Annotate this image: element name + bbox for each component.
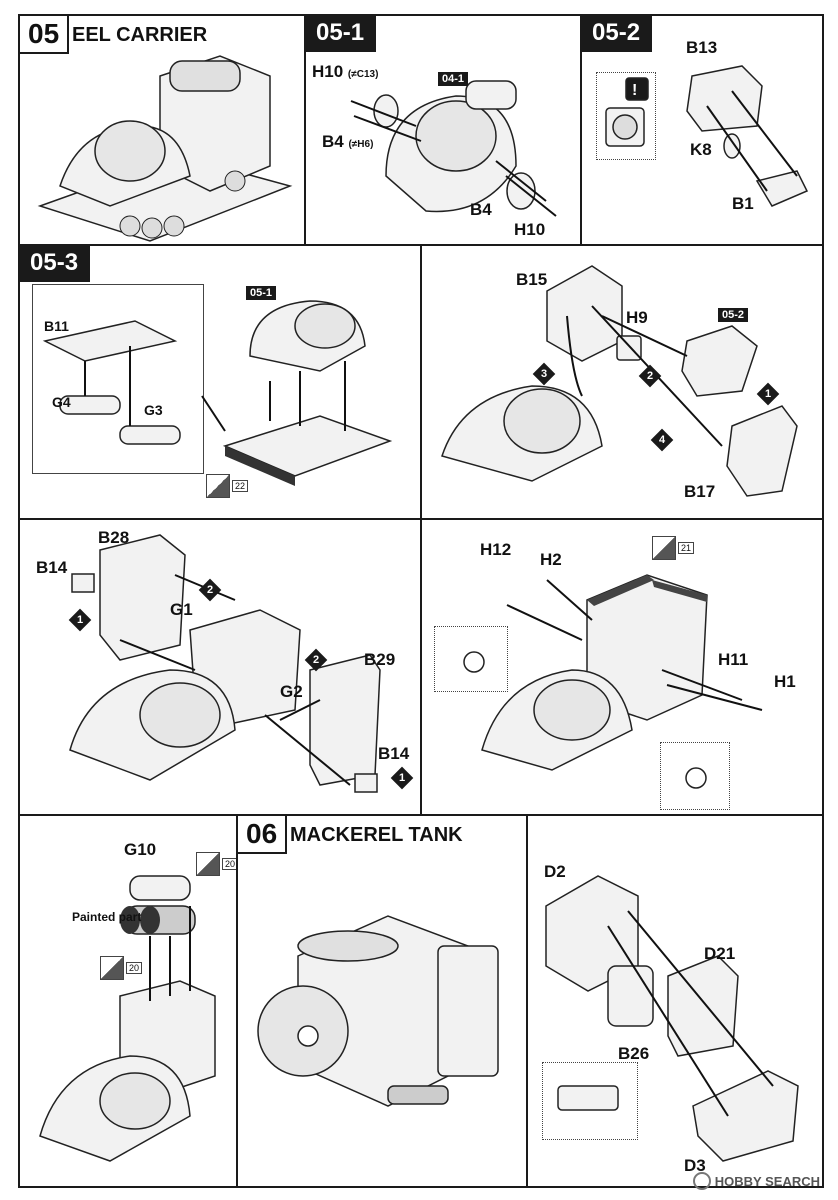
ref-badge-04-1: 04-1 (438, 72, 469, 86)
label-g2: G2 (280, 682, 303, 701)
paint-marker: 22 (206, 474, 249, 498)
label-g1: G1 (170, 600, 193, 619)
logo-icon (692, 1172, 711, 1190)
step-05-1-illustration (350, 80, 557, 217)
label-b15: B15 (516, 270, 548, 289)
panel-step-06-1: D2 D21 B26 D3 (526, 814, 824, 1188)
step-title: MACKEREL TANK (290, 824, 463, 846)
label-b11: B11 (44, 318, 69, 334)
label-b13: B13 (686, 38, 718, 57)
label-b4-right: B4 (470, 200, 492, 219)
label-h1: H1 (774, 672, 796, 691)
sprue-detail-box (32, 284, 204, 474)
ref-badge-05-1: 05-1 (246, 286, 277, 300)
step-05-7-illustration (39, 875, 216, 1162)
label-d21: D21 (704, 944, 736, 963)
label-g3: G3 (144, 402, 163, 418)
panel-step-05-2: 05-2 ! B13 K8 B1 (580, 14, 824, 246)
label-h9: H9 (626, 308, 648, 327)
label-k8: K8 (690, 140, 712, 159)
detail-callout-right (660, 742, 730, 810)
step-tab: 05-2 (582, 16, 653, 52)
sequence-marker: 3 (532, 362, 556, 386)
sequence-marker: 1 (390, 766, 414, 790)
step-tab: 05-3 (20, 246, 91, 282)
ref-badge-05-2: 05-2 (718, 308, 749, 322)
panel-step-05-7: G10 Painted part 20 20 (18, 814, 238, 1188)
label-b17: B17 (684, 482, 716, 501)
sequence-marker: 4 (650, 428, 674, 452)
label-b14-left: B14 (36, 558, 68, 577)
sequence-marker: 1 (68, 608, 92, 632)
sequence-marker: 2 (198, 578, 222, 602)
panel-step-05-5: B28 B14 G1 B29 G2 B14 2 1 2 1 (18, 518, 422, 816)
step-05-5-illustration (69, 534, 381, 793)
step-number: 06 (238, 816, 288, 854)
paint-marker-top: 20 (196, 852, 236, 876)
panel-step-05: 05 EEL CARRIER (18, 14, 306, 246)
label-h11: H11 (718, 650, 749, 669)
svg-text:!: ! (632, 82, 637, 99)
step-05-4-illustration (441, 265, 798, 497)
sequence-marker: 1 (756, 382, 780, 406)
step-number: 05 (20, 16, 70, 54)
label-b29: B29 (364, 650, 396, 669)
label-b28: B28 (98, 528, 130, 547)
step-tab: 05-1 (306, 16, 377, 52)
label-b14-right: B14 (378, 744, 410, 763)
panel-step-05-1: 05-1 H10 (≠C13) B4 (≠H6) 04-1 B4 H10 (304, 14, 582, 246)
label-h10-top: H10 (≠C13) (312, 62, 379, 81)
eel-carrier-illustration (37, 55, 293, 242)
detail-callout (596, 72, 656, 160)
sequence-marker: 2 (304, 648, 328, 672)
paint-marker-left: 20 (100, 956, 143, 980)
label-g10: G10 (124, 840, 157, 859)
panel-step-05-3: 05-3 B11 G4 G3 05-1 22 (18, 244, 422, 520)
label-d2: D2 (544, 862, 566, 881)
sequence-marker: 2 (638, 364, 662, 388)
step-05-3-illustration (42, 300, 393, 486)
paint-marker: 21 (652, 536, 695, 560)
detail-callout (542, 1062, 638, 1140)
label-b26: B26 (618, 1044, 650, 1063)
step-title: EEL CARRIER (72, 24, 208, 46)
detail-callout-left (434, 626, 508, 692)
panel-step-05-4: B15 H9 05-2 B17 3 2 1 4 (420, 244, 824, 520)
label-painted-part: Painted part (72, 910, 142, 924)
panel-step-06: 06 MACKEREL TANK (236, 814, 528, 1188)
panel-step-05-6: H12 H2 H11 H1 21 (420, 518, 824, 816)
step-05-2-illustration: ! (605, 65, 809, 207)
label-g4: G4 (52, 394, 71, 410)
step-06-1-illustration (545, 875, 799, 1162)
label-h2: H2 (540, 550, 562, 569)
label-b4-left: B4 (≠H6) (322, 132, 374, 151)
label-h12: H12 (480, 540, 512, 559)
step-05-6-illustration (463, 574, 763, 789)
label-h10-bottom: H10 (514, 220, 546, 239)
label-d3: D3 (684, 1156, 706, 1175)
mackerel-tank-illustration (257, 915, 499, 1107)
label-b1: B1 (732, 194, 754, 213)
watermark: HOBBY SEARCH (692, 1172, 820, 1190)
